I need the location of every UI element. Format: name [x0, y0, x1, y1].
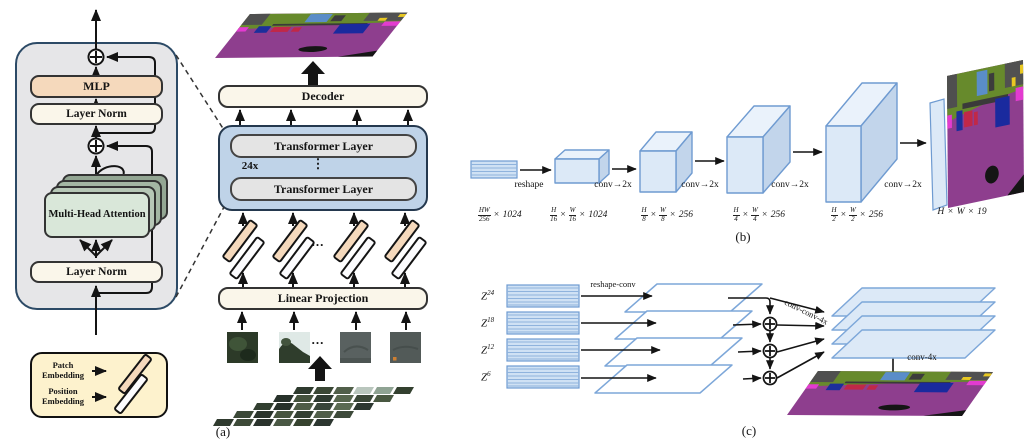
- embedding-pair: [272, 219, 315, 280]
- legend-arrows: [92, 366, 107, 402]
- image-patch: [390, 332, 421, 363]
- z-input-label: Z24: [481, 289, 495, 303]
- layer-norm-top-box: Layer Norm: [30, 103, 163, 125]
- arrow-label-conv2x-1: conv→2x: [594, 180, 632, 190]
- embedding-pair: [384, 219, 427, 280]
- output-plane-stack: [831, 287, 996, 359]
- arrow-label-conv2x-4: conv→2x: [884, 180, 922, 190]
- embeddings-ellipsis: ...: [311, 234, 325, 249]
- figure-label-a: (a): [215, 424, 231, 439]
- decoder-box: Decoder: [218, 85, 428, 108]
- z-input-bar: [506, 365, 580, 389]
- add-circle-icon: [762, 370, 778, 386]
- segmentation-map: [786, 371, 993, 416]
- transformer-layer-top-box: Transformer Layer: [230, 134, 417, 158]
- conv-box: [726, 105, 791, 194]
- segmentation-map: [947, 60, 1024, 208]
- vertical-ellipsis: ⋮: [311, 156, 325, 171]
- layer-norm-bottom-label: Layer Norm: [66, 266, 127, 278]
- segmentation-map: [215, 12, 408, 58]
- label-reshape-conv: reshape-conv: [590, 279, 636, 289]
- layer-norm-bottom-box: Layer Norm: [30, 261, 163, 283]
- conv-box: [554, 149, 610, 184]
- z-input-label: Z18: [481, 316, 495, 330]
- add-circle-icon: [762, 343, 778, 359]
- output-slab: [929, 98, 948, 211]
- position-embedding-bar: [114, 374, 148, 414]
- transformer-layer-label: Transformer Layer: [273, 138, 374, 153]
- arrow-label-reshape: reshape: [514, 180, 544, 190]
- thick-arrow-up: [308, 356, 332, 381]
- figure-label-c: (c): [741, 423, 757, 438]
- multi-head-attention-box: Multi-Head Attention: [44, 192, 150, 238]
- transformer-layer-label: Transformer Layer: [273, 181, 374, 196]
- linear-projection-label: Linear Projection: [277, 291, 369, 305]
- flow-arrows-b: [520, 139, 927, 174]
- zoom-connector-lines: [175, 54, 225, 298]
- patch-embedding-bar: [118, 354, 152, 394]
- add-circle-icon: [87, 48, 105, 66]
- feature-plane: [594, 283, 763, 394]
- image-patch: [279, 332, 310, 363]
- linear-projection-box: Linear Projection: [218, 287, 428, 310]
- conv-box: [825, 82, 898, 203]
- decoder-label: Decoder: [301, 89, 345, 103]
- patches-ellipsis: ...: [311, 332, 325, 347]
- z-input-bar: [506, 338, 580, 362]
- embedding-pair: [333, 219, 376, 280]
- z-input-label: Z6: [481, 370, 491, 384]
- z-input-bar: [506, 311, 580, 335]
- image-patch: [340, 332, 371, 363]
- z-input-bar: [506, 284, 580, 308]
- figure-label-b: (b): [735, 229, 751, 244]
- tensor-stack: [470, 160, 518, 179]
- patch-grid: [213, 387, 414, 426]
- thick-arrow-up: [301, 61, 325, 85]
- patch-embedding-label: Patch Embedding: [41, 360, 85, 381]
- embedding-pair: [222, 219, 265, 280]
- multi-head-attention-label: Multi-Head Attention: [48, 208, 146, 220]
- transformer-layer-bottom-box: Transformer Layer: [230, 177, 417, 201]
- mlp-label: MLP: [83, 79, 110, 93]
- position-embedding-label: Position Embedding: [41, 386, 85, 407]
- layer-norm-top-label: Layer Norm: [66, 108, 127, 120]
- image-patch: [227, 332, 258, 363]
- column-arrows: [235, 109, 413, 330]
- add-circle-icon: [87, 137, 105, 155]
- z-input-label: Z12: [481, 343, 495, 357]
- arrow-label-conv2x-3: conv→2x: [771, 180, 809, 190]
- mlp-box: MLP: [30, 75, 163, 98]
- add-circle-icon: [762, 316, 778, 332]
- arrow-label-conv2x-2: conv→2x: [681, 180, 719, 190]
- dim-label-6: H×W×19: [937, 207, 987, 217]
- repeat-label: 24x: [241, 160, 259, 172]
- conv-box: [639, 131, 693, 193]
- label-conv-4x: conv-4x: [907, 352, 937, 362]
